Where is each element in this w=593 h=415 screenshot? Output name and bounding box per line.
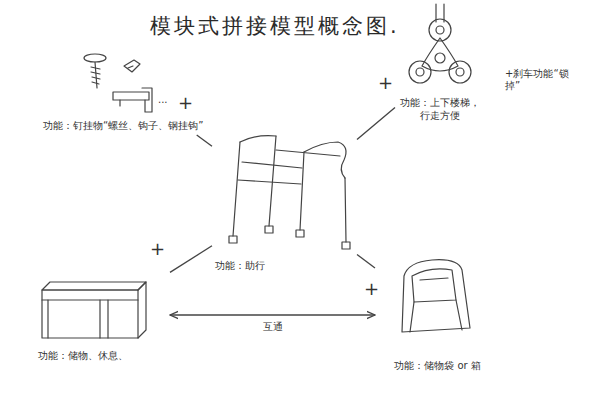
joint-line	[170, 246, 212, 273]
joint-line	[357, 108, 395, 140]
diagram-title: 模块式拼接模型概念图.	[150, 12, 400, 40]
storage-box-sketch	[42, 282, 146, 338]
function-caption: 功能：助行	[215, 259, 265, 272]
plus-sign: +	[178, 92, 193, 114]
function-caption: 功能：钉挂物“螺丝、钩子、钢挂钩”	[43, 119, 203, 132]
joint-line	[197, 135, 212, 146]
edge-label: 互通	[260, 320, 286, 334]
screw-hook-sketch	[84, 54, 152, 112]
stair-wheel-sketch	[409, 4, 471, 83]
storage-bag-sketch	[402, 260, 470, 332]
function-caption: 功能：储物袋 or 箱	[394, 359, 481, 372]
walker-sketch	[229, 136, 350, 249]
note-label: +刹车功能“锁掉”	[505, 68, 580, 92]
module-node: 功能：储物、休息、	[35, 265, 170, 365]
function-caption: 功能：上下楼梯，行走方便	[398, 96, 482, 122]
note-label: ...	[158, 94, 168, 106]
function-caption: 功能：储物、休息、	[38, 349, 128, 362]
plus-sign: +	[150, 238, 165, 260]
double-arrow	[170, 314, 375, 315]
module-node: 功能：助行	[212, 125, 357, 275]
module-node: 功能：上下楼梯，行走方便	[395, 15, 485, 125]
module-node: 功能：储物袋 or 箱	[375, 255, 500, 375]
plus-sign: +	[378, 72, 393, 94]
module-node: 功能：钉挂物“螺丝、钩子、钢挂钩”	[40, 40, 225, 135]
plus-sign: +	[364, 278, 379, 300]
joint-line	[357, 254, 375, 268]
